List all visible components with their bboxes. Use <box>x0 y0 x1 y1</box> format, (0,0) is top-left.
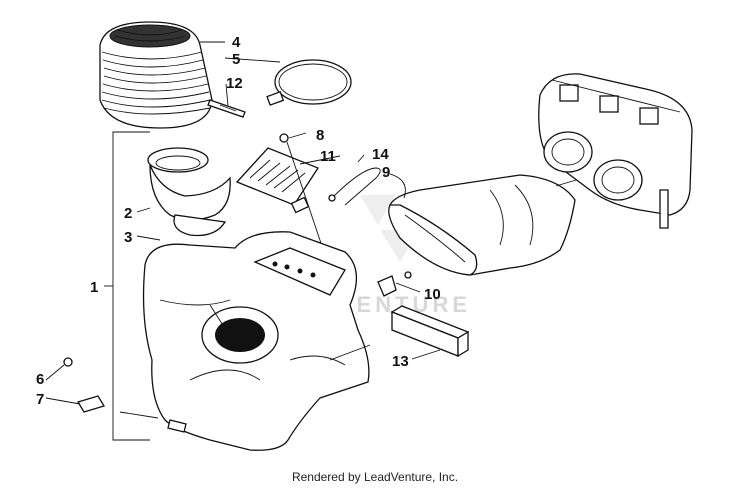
bellows-hose <box>99 21 213 129</box>
callout-5: 5 <box>232 51 240 68</box>
callout-8: 8 <box>316 127 324 144</box>
callout-4: 4 <box>232 34 241 51</box>
callout-2: 2 <box>124 205 132 222</box>
callout-12: 12 <box>226 75 243 92</box>
hose-clamp <box>266 59 352 106</box>
callout-6: 6 <box>36 371 44 388</box>
callout-1: 1 <box>90 279 98 296</box>
render-credit: Rendered by LeadVenture, Inc. <box>291 470 459 484</box>
intake-duct <box>388 174 576 276</box>
leader-lines <box>45 41 441 419</box>
strap <box>207 99 246 118</box>
bracket <box>377 271 421 297</box>
callout-9: 9 <box>382 164 390 181</box>
throttle-body-assembly <box>538 73 693 229</box>
screw <box>279 133 289 143</box>
decal <box>235 147 319 214</box>
watermark-logo <box>360 195 420 262</box>
foam-block <box>390 305 470 358</box>
tie-wrap <box>328 167 381 206</box>
callout-10: 10 <box>424 286 441 303</box>
retainer-screw <box>63 357 105 413</box>
callout-13: 13 <box>392 353 409 370</box>
callout-7: 7 <box>36 391 44 408</box>
callout-3: 3 <box>124 229 132 246</box>
airbox-housing <box>142 231 370 451</box>
callout-11: 11 <box>320 148 336 165</box>
adapter-boot <box>147 147 231 237</box>
callout-14: 14 <box>372 146 389 163</box>
